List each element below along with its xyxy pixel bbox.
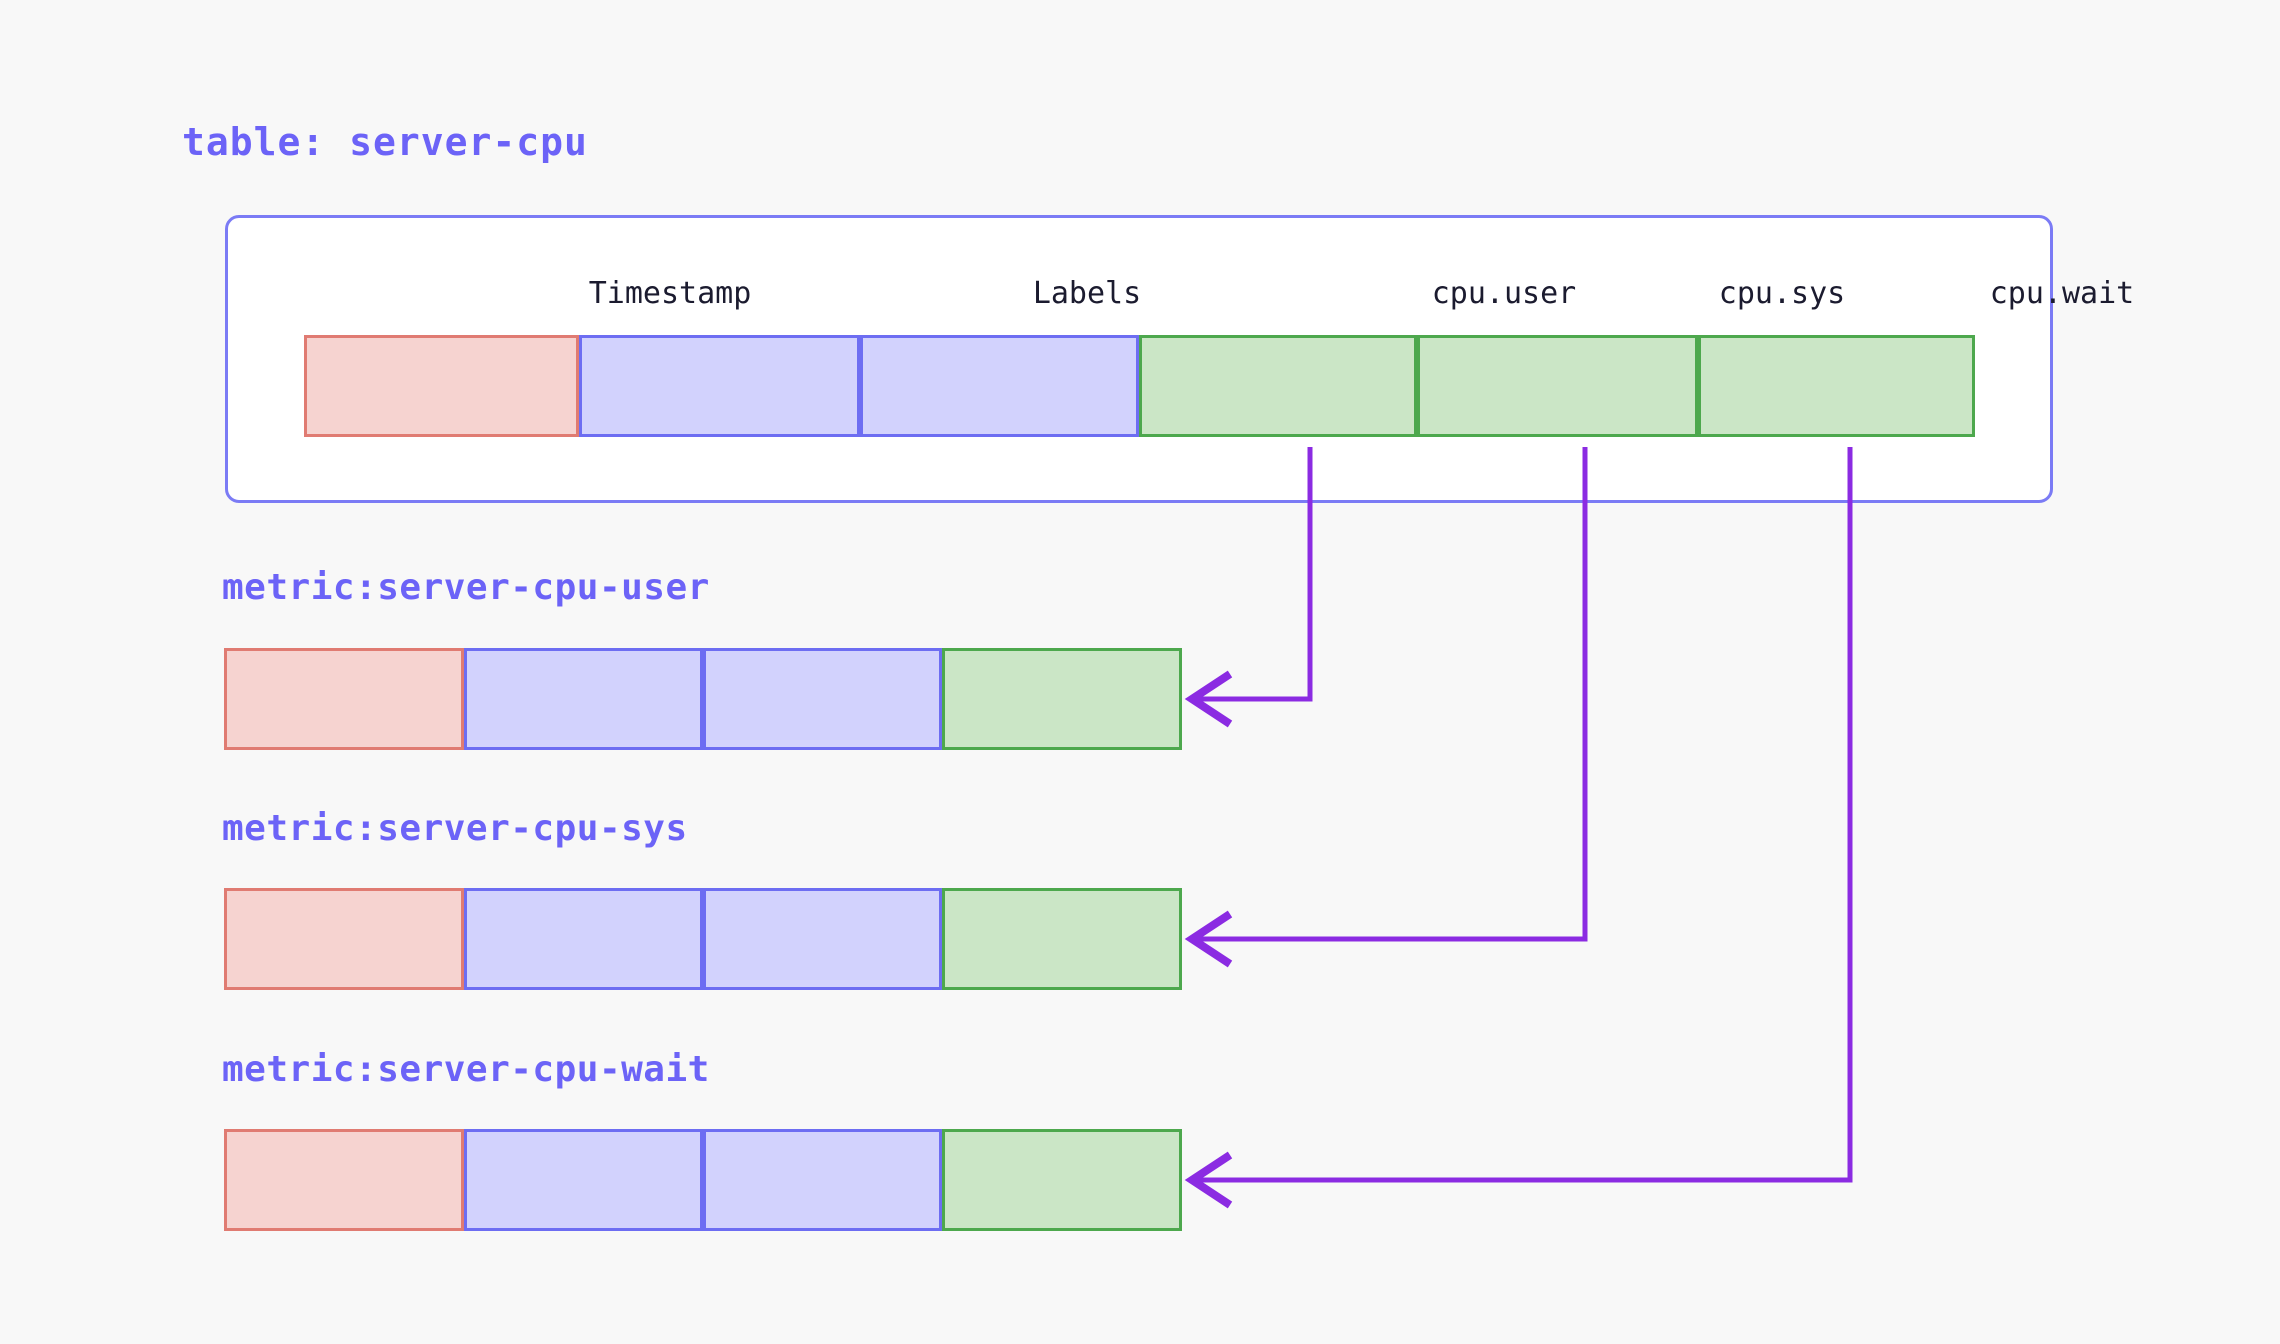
table-cell-cpu_wait: [1698, 335, 1975, 437]
table-cell-timestamp: [304, 335, 579, 437]
metric-cell-server-cpu-wait-labels: [703, 1129, 942, 1231]
metric-cell-server-cpu-wait-value: [942, 1129, 1182, 1231]
arrow-head-cpu-wait: [1184, 1151, 1233, 1209]
table-title: table: server-cpu: [182, 120, 588, 164]
metric-cell-server-cpu-user-labels: [703, 648, 942, 750]
metric-cell-server-cpu-sys-labels: [703, 888, 942, 990]
metric-title-server-cpu-user: metric:server-cpu-user: [222, 567, 710, 608]
column-header-cpu-wait: cpu.wait: [1989, 276, 2135, 311]
metric-cell-server-cpu-user-labels: [464, 648, 703, 750]
metric-cell-server-cpu-sys-value: [942, 888, 1182, 990]
column-header-cpu-sys: cpu.sys: [1718, 276, 1846, 311]
table-cell-cpu_user: [1139, 335, 1417, 437]
metric-cell-server-cpu-sys-timestamp: [224, 888, 464, 990]
table-cell-labels2: [860, 335, 1139, 437]
metric-cell-server-cpu-wait-labels: [464, 1129, 703, 1231]
metric-title-server-cpu-sys: metric:server-cpu-sys: [222, 808, 688, 849]
table-cell-cpu_sys: [1417, 335, 1698, 437]
table-column-headers: Timestamp Labels cpu.user cpu.sys cpu.wait: [225, 276, 2135, 316]
arrow-head-cpu-sys: [1184, 910, 1233, 968]
metric-cell-server-cpu-wait-timestamp: [224, 1129, 464, 1231]
metric-cell-server-cpu-sys-labels: [464, 888, 703, 990]
column-header-cpu-user: cpu.user: [1431, 276, 1577, 311]
table-cell-labels: [579, 335, 860, 437]
arrow-line-cpu-sys: [1198, 447, 1588, 942]
column-header-timestamp: Timestamp: [588, 276, 752, 311]
arrow-head-cpu-user: [1184, 670, 1233, 728]
metric-cell-server-cpu-user-timestamp: [224, 648, 464, 750]
metric-title-server-cpu-wait: metric:server-cpu-wait: [222, 1049, 710, 1090]
column-header-labels: Labels: [1032, 276, 1142, 311]
metric-cell-server-cpu-user-value: [942, 648, 1182, 750]
arrow-line-cpu-wait: [1198, 447, 1853, 1183]
